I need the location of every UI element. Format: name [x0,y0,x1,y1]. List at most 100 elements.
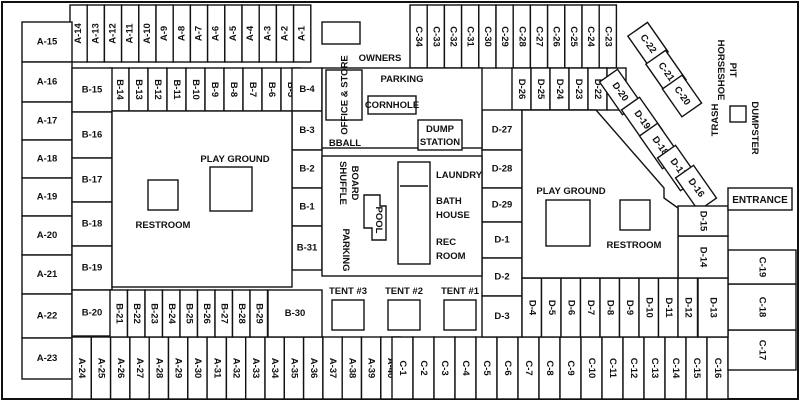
site-label: A-4 [245,25,256,41]
site-a-19: A-19 [21,177,73,217]
site-b-29: B-29 [249,289,269,338]
site-c-29: C-29 [495,4,514,69]
site-box [291,225,323,271]
site-c-31: C-31 [460,4,480,69]
site-d-25: D-25 [530,67,551,111]
site-label: A-3 [262,26,273,41]
playground-left-area [209,166,253,212]
site-label: D-10 [643,297,654,318]
site-label: C-14 [670,358,681,379]
site-d-11: D-11 [657,277,679,338]
site-label: C-18 [757,297,768,318]
site-a-22: A-22 [21,293,73,339]
site-box [292,4,312,63]
site-box [21,139,73,179]
site-label: B-3 [299,125,314,136]
site-b-2: B-2 [291,149,323,189]
site-a-28: A-28 [148,336,170,400]
playground-right-label: PLAY GROUND [536,186,605,197]
site-a-2: A-2 [275,4,295,63]
site-c-27: C-27 [529,4,549,69]
site-c-33: C-33 [426,4,446,69]
site-d-12: D-12 [677,277,699,338]
site-label: C-5 [481,360,492,376]
site-box [661,74,703,118]
site-a-31: A-31 [206,336,228,400]
site-label: D-26 [516,79,527,100]
site-b-12: B-12 [147,67,168,112]
site-label: A-38 [346,358,357,379]
site-label: B-18 [82,219,103,230]
site-label: D-5 [546,300,557,316]
site-d-26: D-26 [511,67,532,111]
site-label: D-4 [526,300,537,316]
site-box [21,101,73,141]
site-c-17: C-17 [727,329,797,371]
site-c-6: C-6 [496,336,519,400]
site-a-24: A-24 [71,336,92,400]
site-a-27: A-27 [129,336,150,400]
site-label: D-7 [585,300,596,315]
site-label: D-23 [573,79,584,100]
site-label: A-34 [269,358,280,379]
site-label: B-31 [297,243,318,254]
site-a-26: A-26 [109,336,131,400]
laundry-bath-rec-building [397,161,431,265]
site-label: B-22 [131,303,142,324]
site-label: A-2 [280,26,291,41]
site-label: C-2 [418,360,429,375]
restroom-right-label: RESTROOM [607,240,662,251]
tent-2-label: TENT #2 [385,286,423,297]
site-a-9: A-9 [155,4,174,63]
site-b-14: B-14 [109,67,130,112]
site-d-14: D-14 [677,235,729,279]
tent-2-pad [387,299,421,331]
site-c-20: C-20 [661,74,703,118]
site-label: B-1 [299,202,315,213]
site-label: A-16 [37,77,58,88]
site-c-24: C-24 [581,4,600,69]
trash-label: TRASH [710,104,721,137]
site-label: A-23 [37,353,58,364]
site-d-29: D-29 [481,187,523,223]
site-label: C-10 [586,358,597,379]
site-b-21: B-21 [109,289,129,338]
owners-label: OWNERS [359,53,402,64]
site-d-9: D-9 [618,277,640,338]
site-label: C-16 [712,358,723,379]
site-label: A-24 [76,358,87,379]
site-d-28: D-28 [481,149,523,189]
site-label: C-13 [649,358,660,379]
site-a-21: A-21 [21,254,73,295]
site-a-25: A-25 [90,336,112,400]
site-label: C-4 [460,360,471,376]
office-store-building [325,69,363,121]
site-d-8: D-8 [599,277,621,338]
site-box [71,67,113,113]
site-label: D-22 [592,79,603,100]
site-box [71,201,113,247]
site-b-16: B-16 [71,111,113,159]
rec-room-label-1: REC [436,237,456,248]
site-label: C-6 [502,360,513,375]
site-label: C-28 [516,26,527,47]
site-label: D-8 [604,300,615,315]
site-label: C-30 [482,26,493,47]
tent-3-pad [331,299,365,331]
site-box [481,149,523,189]
site-label: A-22 [37,311,58,322]
site-c-19: C-19 [727,249,797,285]
site-label: A-6 [211,26,222,41]
bball-label: BBALL [329,138,361,149]
site-b-15: B-15 [71,67,113,113]
site-a-35: A-35 [283,336,305,400]
site-label: C-23 [602,26,613,47]
site-label: C-32 [448,26,459,47]
site-label: C-1 [397,360,408,376]
site-box [21,254,73,295]
site-label: D-13 [708,297,719,318]
site-label: B-29 [253,303,264,324]
dumpster-label: DUMPSTER [749,101,760,154]
site-label: B-10 [190,79,201,100]
